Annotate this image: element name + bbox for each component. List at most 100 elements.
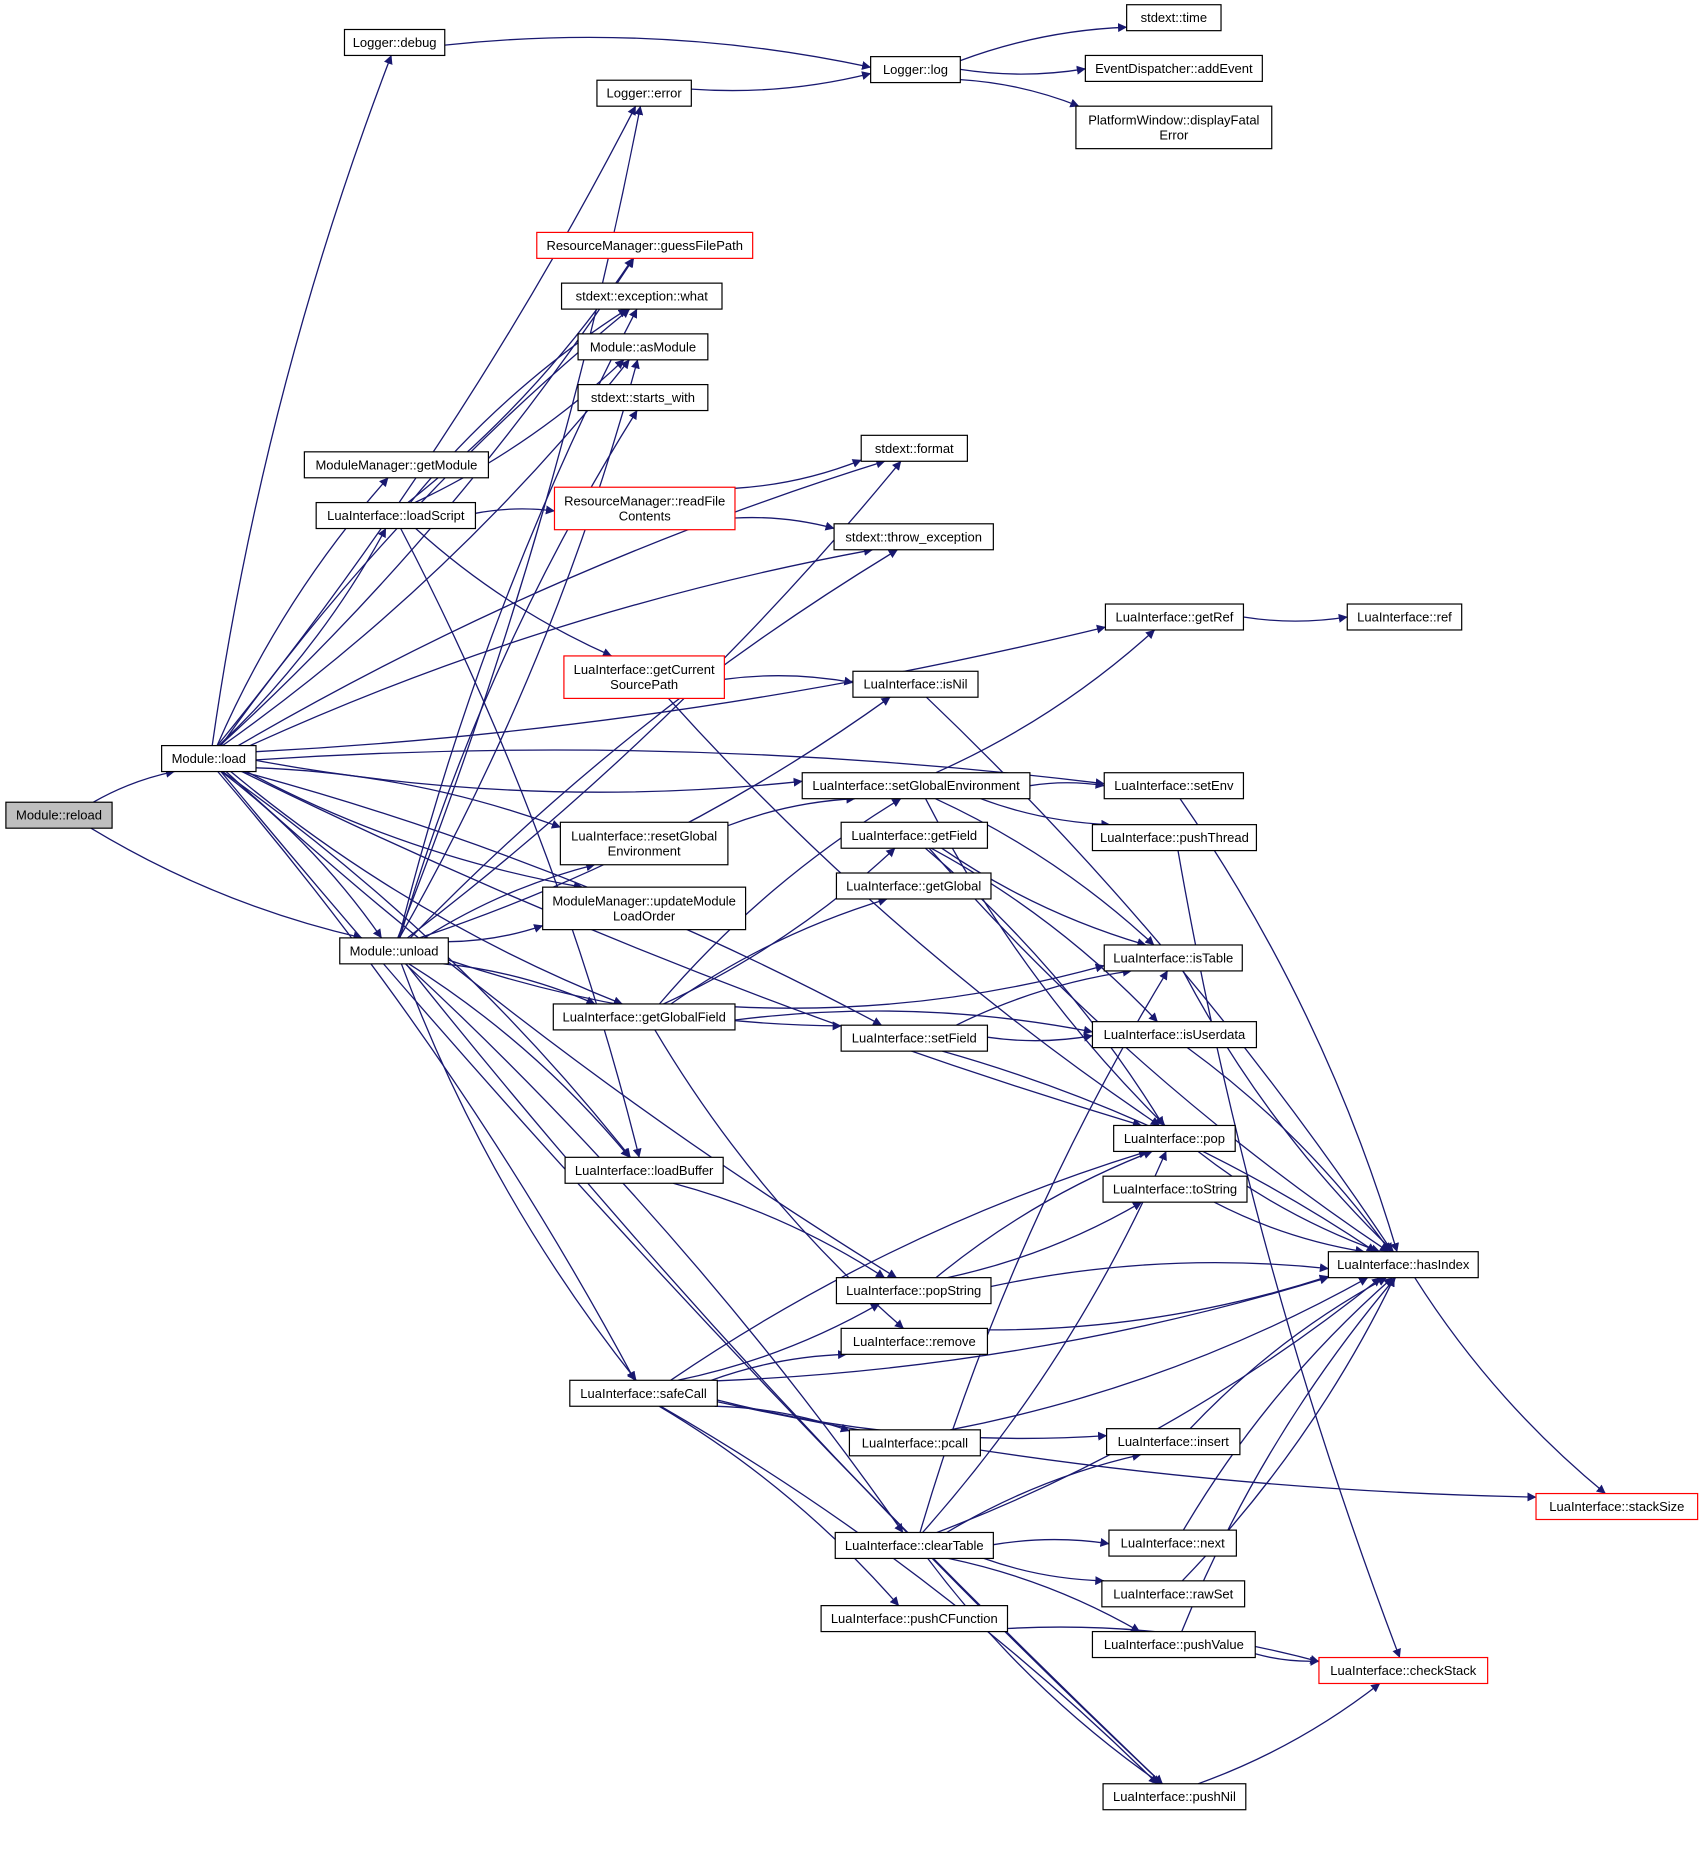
node-label: Logger::debug — [353, 35, 437, 50]
node-box — [835, 872, 992, 900]
node-what[interactable]: stdext::exception::what — [560, 282, 723, 310]
node-box — [303, 451, 490, 479]
node-label: stdext::format — [875, 441, 954, 456]
edge-insert-to-hasIndex — [1189, 1277, 1387, 1430]
node-label: LuaInterface::rawSet — [1113, 1586, 1233, 1601]
node-stackSize[interactable]: LuaInterface::stackSize — [1535, 1492, 1699, 1521]
node-label: LuaInterface::isUserdata — [1104, 1027, 1246, 1042]
node-setEnv[interactable]: LuaInterface::setEnv — [1103, 772, 1245, 800]
node-hasIndex[interactable]: LuaInterface::hasIndex — [1327, 1251, 1479, 1279]
edge-readFile-to-format — [734, 459, 862, 489]
node-addEvent[interactable]: EventDispatcher::addEvent — [1084, 54, 1263, 83]
node-pushNil[interactable]: LuaInterface::pushNil — [1102, 1783, 1247, 1811]
node-getField[interactable]: LuaInterface::getField — [840, 821, 989, 849]
node-isNil[interactable]: LuaInterface::isNil — [852, 670, 979, 698]
node-getGlobal[interactable]: LuaInterface::getGlobal — [835, 872, 992, 900]
node-box — [852, 670, 979, 698]
edge-setGlobalEnv-to-setEnv — [1029, 779, 1105, 789]
node-box — [1103, 772, 1245, 800]
node-label: LuaInterface::getGlobalField — [562, 1009, 725, 1024]
node-reload[interactable]: Module::reload — [5, 801, 113, 829]
edge-getGlobalField-to-getField — [663, 847, 896, 1005]
node-toString[interactable]: LuaInterface::toString — [1102, 1175, 1248, 1203]
edge-layer — [90, 23, 1606, 1785]
node-label: ModuleManager::updateModule — [552, 893, 736, 908]
node-log[interactable]: Logger::log — [870, 56, 961, 84]
node-label: Module::asModule — [590, 339, 696, 354]
node-format[interactable]: stdext::format — [860, 434, 968, 462]
edge-load-to-asModule — [222, 359, 630, 747]
edge-load-to-setEnv — [255, 749, 1105, 788]
node-loadBuffer[interactable]: LuaInterface::loadBuffer — [564, 1156, 724, 1184]
node-label: ResourceManager::guessFilePath — [546, 238, 743, 253]
edge-clearTable-to-hasIndex — [936, 1277, 1382, 1534]
edge-log-to-displayFatal — [960, 78, 1080, 108]
node-checkStack[interactable]: LuaInterface::checkStack — [1318, 1656, 1489, 1685]
edge-log-to-addEvent — [960, 65, 1086, 75]
node-guessFilePath[interactable]: ResourceManager::guessFilePath — [536, 231, 754, 259]
node-rawSet[interactable]: LuaInterface::rawSet — [1101, 1580, 1246, 1608]
node-remove[interactable]: LuaInterface::remove — [840, 1327, 989, 1355]
node-label: Module::unload — [350, 943, 439, 958]
node-label: LuaInterface::pushThread — [1100, 830, 1249, 845]
edge-unload-to-clearTable — [404, 963, 904, 1533]
edge-getField-to-isTable — [941, 847, 1147, 947]
node-getGlobalField[interactable]: LuaInterface::getGlobalField — [552, 1003, 736, 1031]
edge-loadScript-to-loadBuffer — [400, 528, 642, 1158]
node-pushThread[interactable]: LuaInterface::pushThread — [1091, 824, 1258, 852]
edge-getCurrentSourcePath-to-isNil — [724, 675, 854, 686]
node-isTable[interactable]: LuaInterface::isTable — [1103, 944, 1243, 972]
node-setField[interactable]: LuaInterface::setField — [840, 1024, 989, 1052]
node-isUserdata[interactable]: LuaInterface::isUserdata — [1091, 1021, 1258, 1049]
node-label: LuaInterface::loadBuffer — [575, 1163, 714, 1178]
node-pushCFunction[interactable]: LuaInterface::pushCFunction — [820, 1605, 1009, 1633]
edge-safeCall-to-popString — [677, 1303, 880, 1381]
node-unload[interactable]: Module::unload — [339, 937, 449, 965]
node-time[interactable]: stdext::time — [1126, 4, 1222, 32]
node-box — [820, 1605, 1009, 1633]
node-label: LuaInterface::popString — [846, 1283, 981, 1298]
node-box — [1346, 603, 1463, 631]
node-box — [343, 28, 446, 57]
node-insert[interactable]: LuaInterface::insert — [1105, 1428, 1241, 1456]
node-debug[interactable]: Logger::debug — [343, 28, 446, 57]
node-box — [552, 1003, 736, 1031]
node-setGlobalEnv[interactable]: LuaInterface::setGlobalEnvironment — [801, 772, 1031, 800]
node-next[interactable]: LuaInterface::next — [1108, 1529, 1237, 1557]
node-loadScript[interactable]: LuaInterface::loadScript — [315, 501, 477, 530]
edge-remove-to-hasIndex — [987, 1274, 1329, 1331]
node-box — [1318, 1656, 1489, 1685]
node-safeCall[interactable]: LuaInterface::safeCall — [569, 1379, 718, 1407]
edge-loadScript-to-readFile — [475, 505, 555, 515]
node-ref[interactable]: LuaInterface::ref — [1346, 603, 1463, 631]
edge-pushValue-to-hasIndex — [1181, 1277, 1396, 1632]
node-getModule[interactable]: ModuleManager::getModule — [303, 451, 490, 479]
node-load[interactable]: Module::load — [161, 744, 257, 773]
edge-popString-to-pop — [935, 1150, 1153, 1279]
node-box — [563, 655, 725, 700]
node-box — [1327, 1251, 1479, 1279]
node-throwException[interactable]: stdext::throw_exception — [833, 523, 994, 551]
node-error[interactable]: Logger::error — [596, 79, 692, 107]
node-label: stdext::starts_with — [591, 390, 695, 405]
node-pop[interactable]: LuaInterface::pop — [1113, 1124, 1236, 1153]
edge-safeCall-to-pushCFunction — [658, 1405, 900, 1607]
node-pcall[interactable]: LuaInterface::pcall — [848, 1429, 981, 1457]
node-box — [1105, 1428, 1241, 1456]
node-pushValue[interactable]: LuaInterface::pushValue — [1091, 1630, 1256, 1659]
edge-safeCall-to-pushNil — [660, 1405, 1158, 1785]
edge-load-to-pushNil — [220, 771, 1163, 1785]
node-asModule[interactable]: Module::asModule — [577, 333, 709, 361]
edge-setGlobalEnv-to-pushThread — [980, 798, 1111, 829]
node-startsWith[interactable]: stdext::starts_with — [577, 383, 709, 412]
node-getRef[interactable]: LuaInterface::getRef — [1104, 603, 1245, 631]
edge-clearTable-to-insert — [946, 1452, 1142, 1534]
node-popString[interactable]: LuaInterface::popString — [835, 1277, 992, 1305]
node-label: LuaInterface::getField — [851, 828, 977, 843]
node-clearTable[interactable]: LuaInterface::clearTable — [834, 1531, 994, 1560]
